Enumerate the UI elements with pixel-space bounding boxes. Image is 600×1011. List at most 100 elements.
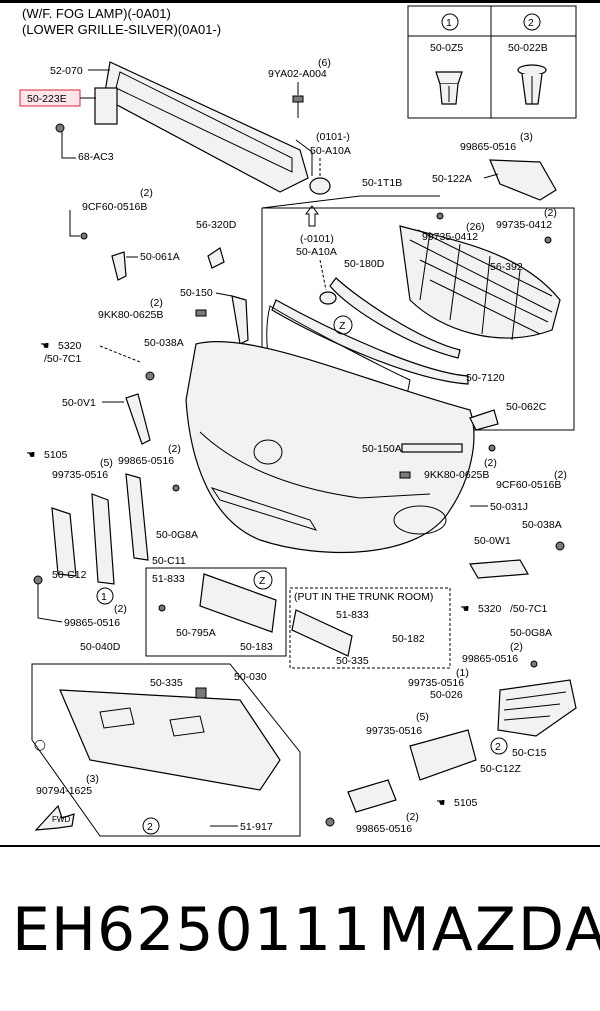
label-50-c12: 50-C12 — [52, 569, 87, 581]
trunk-room-box — [289, 587, 451, 669]
label-50-335-2: 50-335 — [150, 677, 183, 689]
screw-icon — [488, 444, 496, 452]
license-plate-bracket — [199, 573, 277, 633]
brand-name: MAZDA — [378, 895, 600, 965]
label-51-833-2: 51-833 — [336, 609, 369, 621]
ref-arrow-icon-3: ☚ — [26, 449, 35, 461]
bracket-50-150 — [231, 295, 249, 345]
ref-arrow-icon-2: ☚ — [460, 603, 469, 615]
fog-lamp-5105 — [347, 779, 397, 813]
label-99865-0516-2: 99865-0516 — [118, 455, 174, 467]
label-9ya02-a004: 9YA02-A004 — [268, 68, 327, 80]
label-50-c11: 50-C11 — [152, 555, 186, 567]
label-0101-a: (0101-) — [316, 131, 350, 143]
ref-circle-2b — [142, 817, 160, 835]
label-50-0w1: 50-0W1 — [474, 535, 511, 547]
label-z-2: Z — [259, 575, 266, 587]
bracket-50-0w1 — [469, 559, 529, 579]
label-9kk80-0625b-2: 9KK80-0625B — [424, 469, 489, 481]
qty-9ya02: (6) — [318, 57, 331, 69]
label-50-038a-1: 50-038A — [144, 337, 184, 349]
label-99735-0516-2: 99735-0516 — [408, 677, 464, 689]
qty-90794-3: (3) — [86, 773, 99, 785]
fastener-legend: 1 2 50-0Z5 50-022B — [407, 5, 577, 119]
label-51-833-1: 51-833 — [152, 573, 185, 585]
fog-bracket-50-c11 — [125, 473, 149, 561]
label-50-0g8a-1: 50-0G8A — [156, 529, 198, 541]
upper-grille-mesh — [399, 225, 561, 341]
bolt-icon — [399, 471, 411, 479]
qty-9cf60-2b: (2) — [554, 469, 567, 481]
bracket-50-062c — [469, 409, 499, 431]
label-50-1t1b: 50-1T1B — [362, 177, 402, 189]
label-50-038a-2: 50-038A — [522, 519, 562, 531]
label-50-040d: 50-040D — [80, 641, 121, 653]
label-circle-1: 1 — [101, 591, 107, 603]
header-line-1: (W/F. FOG LAMP)(-0A01) — [22, 6, 171, 21]
screw-icon — [172, 484, 180, 492]
label-50-150: 50-150 — [180, 287, 213, 299]
fog-bezel-left-inner — [91, 493, 115, 585]
screw-icon — [80, 232, 88, 240]
label-50-030: 50-030 — [234, 671, 267, 683]
label-99735-0516-1: 99735-0516 — [52, 469, 108, 481]
clip-icon — [555, 541, 565, 551]
label-50-061a: 50-061A — [140, 251, 180, 263]
bumper-cover-50-031j — [185, 340, 475, 554]
qty-9kk80-2b: (2) — [484, 457, 497, 469]
label-50-062c: 50-062C — [506, 401, 547, 413]
label-circle-2b: 2 — [147, 821, 153, 833]
label-99865-0516-1: 99865-0516 — [460, 141, 516, 153]
qty-99865-2d: (2) — [510, 641, 523, 653]
grille-molding-inner — [329, 277, 461, 359]
qty-99735-26: (26) — [466, 221, 485, 233]
clip-50-0z5-icon — [435, 71, 463, 105]
label-5320-b: 5320 — [478, 603, 502, 615]
parts-diagram: (W/F. FOG LAMP)(-0A01) (LOWER GRILLE-SIL… — [0, 0, 600, 847]
screw-icon — [158, 604, 166, 612]
fog-bezel-left-outer — [51, 507, 77, 577]
tow-hook-cap-2 — [319, 291, 337, 305]
label-99735-0412-1: 99735-0412 — [422, 231, 478, 243]
label-trunk-room: (PUT IN THE TRUNK ROOM) — [294, 591, 433, 603]
screw-icon — [544, 236, 552, 244]
clip-icon — [145, 371, 155, 381]
bolt-90794-icon: ◯ — [34, 739, 46, 751]
qty-99865-2e: (2) — [406, 811, 419, 823]
label-50-7120: 50-7120 — [466, 372, 505, 384]
label-arrow-0101: (-0101) — [300, 233, 334, 245]
legend-code-2: 50-022B — [508, 42, 548, 54]
qty-9kk80-2: (2) — [150, 297, 163, 309]
label-50-223e: 50-223E — [27, 93, 67, 105]
label-51-917: 51-917 — [240, 821, 273, 833]
label-99735-0516-3: 99735-0516 — [366, 725, 422, 737]
tow-hook-cap-1 — [309, 177, 331, 195]
push-rivet-50-022b-icon — [517, 64, 547, 105]
label-9cf60-0516b-2: 9CF60-0516B — [496, 479, 561, 491]
legend-circle-1 — [441, 13, 459, 31]
label-50-7c1-b: /50-7C1 — [510, 603, 548, 615]
label-50-0v1: 50-0V1 — [62, 397, 96, 409]
label-9cf60-0516b-1: 9CF60-0516B — [82, 201, 147, 213]
bumper-reinforcement — [94, 61, 313, 193]
label-5105-b: 5105 — [454, 797, 478, 809]
license-bracket-box — [145, 567, 287, 657]
label-50-183: 50-183 — [240, 641, 273, 653]
label-fwd: FWD — [52, 815, 70, 824]
label-50-182: 50-182 — [392, 633, 425, 645]
clip-icon — [195, 687, 207, 699]
up-arrow-icon — [305, 205, 319, 227]
bolt-9ya02-icon — [292, 95, 304, 118]
label-50-c15: 50-C15 — [512, 747, 547, 759]
label-50-0g8a-2: 50-0G8A — [510, 627, 552, 639]
ref-arrow-icon: ☚ — [40, 340, 49, 352]
fog-bezel-50-c12z — [409, 729, 477, 781]
label-99865-0516-5: 99865-0516 — [356, 823, 412, 835]
grille-molding-upper — [271, 299, 469, 385]
bracket-50-122a — [489, 159, 557, 201]
undercover-box — [31, 663, 301, 837]
label-99735-0412-2: 99735-0412 — [496, 219, 552, 231]
legend-circle-2 — [523, 13, 541, 31]
bracket-50-061a — [111, 251, 127, 281]
label-99865-0516-4: 99865-0516 — [462, 653, 518, 665]
